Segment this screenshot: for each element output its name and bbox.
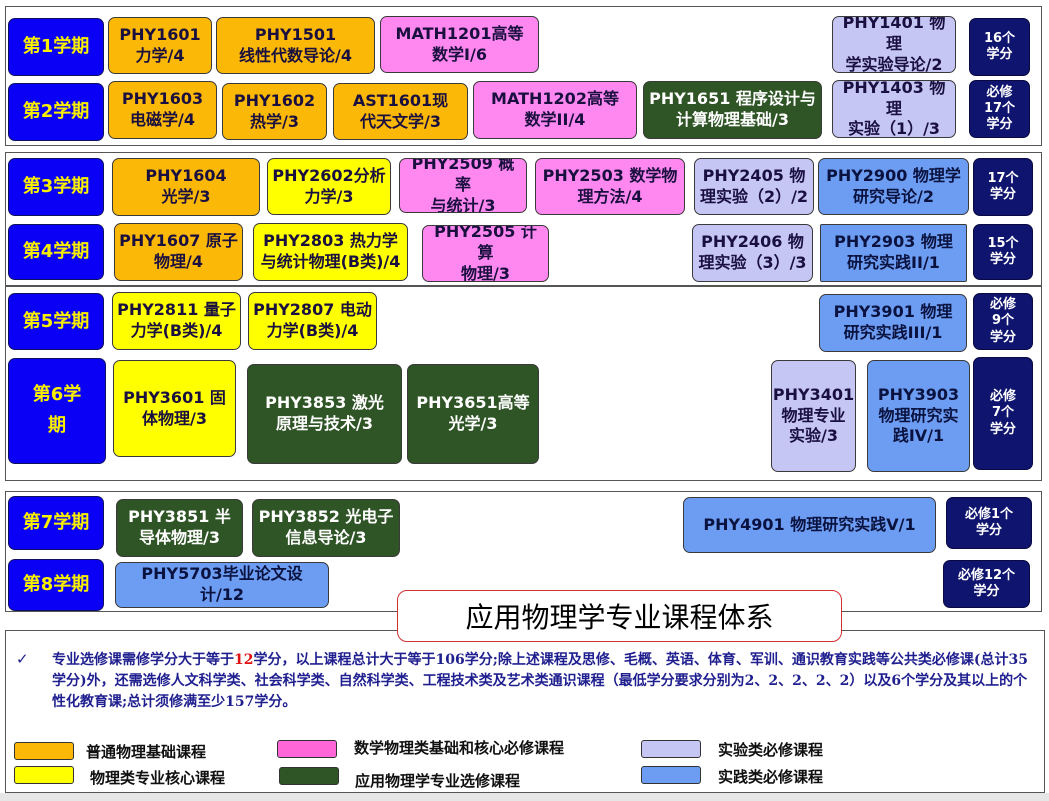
semester-8-label: 第8学期 [8, 559, 104, 611]
legend-label-practice: 实践类必修课程 [718, 768, 824, 786]
course-phy1601: PHY1601 力学/4 [108, 17, 212, 74]
semester-4-label: 第4学期 [8, 224, 104, 280]
notes-frame [5, 630, 1045, 793]
note-text-part1: 专业选修课需修学分大于等于 [52, 652, 234, 668]
course-phy1602: PHY1602 热学/3 [222, 83, 327, 140]
course-phy3901: PHY3901 物理 研究实践III/1 [819, 294, 967, 352]
course-phy3401: PHY3401 物理专业 实验/3 [771, 360, 856, 472]
course-phy2406: PHY2406 物 理实验（3）/3 [692, 224, 813, 282]
semester-7-label: 第7学期 [8, 496, 104, 550]
legend-swatch-practice [641, 766, 701, 784]
course-phy3851: PHY3851 半 导体物理/3 [116, 499, 243, 557]
diagram-title: 应用物理学专业课程体系 [397, 590, 842, 642]
course-phy3853: PHY3853 激光 原理与技术/3 [247, 364, 402, 464]
course-math1201: MATH1201高等 数学I/6 [380, 16, 539, 73]
semester-6-label: 第6学 期 [8, 358, 106, 464]
semester-5-label: 第5学期 [8, 293, 104, 350]
legend-swatch-general-physics [14, 742, 74, 760]
legend-label-applied-elective: 应用物理学专业选修课程 [355, 772, 521, 790]
legend-swatch-experiment [641, 740, 701, 758]
course-phy2503: PHY2503 数学物 理方法/4 [535, 158, 685, 215]
credits-semester-8: 必修12个 学分 [943, 560, 1030, 608]
credits-semester-5: 必修 9个 学分 [973, 293, 1033, 350]
semester-2-label: 第2学期 [8, 83, 104, 141]
bottom-strip [0, 793, 1049, 801]
course-phy2505: PHY2505 计算 物理/3 [422, 225, 549, 282]
course-phy2903: PHY2903 物理 研究实践II/1 [820, 224, 967, 282]
course-phy3903: PHY3903 物理研究实 践IV/1 [867, 360, 970, 472]
course-phy1401: PHY1401 物理 学实验导论/2 [832, 16, 956, 73]
note-highlight-credits: 12 [234, 652, 254, 668]
course-phy2602: PHY2602分析 力学/3 [267, 158, 391, 215]
course-phy1604: PHY1604 光学/3 [112, 158, 260, 216]
legend-swatch-math-physics [277, 740, 337, 758]
credits-semester-4: 15个 学分 [973, 224, 1033, 280]
legend-label-general-physics: 普通物理基础课程 [86, 743, 207, 761]
course-phy2900: PHY2900 物理学 研究导论/2 [818, 158, 969, 215]
course-phy1607: PHY1607 原子 物理/4 [114, 223, 243, 281]
course-phy2803: PHY2803 热力学 与统计物理(B类)/4 [253, 223, 408, 281]
legend-label-core-physics: 物理类专业核心课程 [90, 769, 226, 787]
legend-label-experiment: 实验类必修课程 [718, 741, 824, 759]
course-phy4901: PHY4901 物理研究实践V/1 [683, 497, 936, 553]
note-text-part2: 学分，以上课程总计大于等于106学分;除上述课程及思修、毛概、英语、体育、军训、… [52, 652, 1028, 710]
course-math1202: MATH1202高等 数学II/4 [473, 81, 637, 139]
course-phy5703: PHY5703毕业论文设计/12 [115, 562, 329, 608]
legend-swatch-applied-elective [279, 767, 339, 785]
credits-semester-7: 必修1个 学分 [946, 497, 1032, 549]
course-ast1601: AST1601现 代天文学/3 [333, 83, 468, 140]
course-phy1501: PHY1501 线性代数导论/4 [216, 17, 375, 74]
semester-3-label: 第3学期 [8, 158, 104, 216]
credits-semester-1: 16个 学分 [969, 18, 1030, 76]
course-phy3852: PHY3852 光电子 信息导论/3 [252, 499, 400, 557]
credits-semester-2: 必修 17个 学分 [969, 80, 1030, 138]
course-phy2509: PHY2509 概率 与统计/3 [399, 158, 527, 213]
course-phy1403: PHY1403 物理 实验（1）/3 [832, 80, 956, 138]
requirements-note: 专业选修课需修学分大于等于12学分，以上课程总计大于等于106学分;除上述课程及… [52, 650, 1037, 713]
legend-swatch-core-physics [14, 766, 74, 784]
semester-1-label: 第1学期 [8, 18, 104, 76]
credits-semester-6: 必修 7个 学分 [973, 357, 1033, 470]
course-phy2811: PHY2811 量子 力学(B类)/4 [112, 292, 241, 350]
course-phy2807: PHY2807 电动 力学(B类)/4 [248, 292, 377, 350]
course-phy1651: PHY1651 程序设计与 计算物理基础/3 [643, 81, 822, 139]
legend-label-math-physics: 数学物理类基础和核心必修课程 [354, 739, 565, 757]
course-phy2405: PHY2405 物 理实验（2）/2 [694, 158, 814, 215]
course-phy3651: PHY3651高等 光学/3 [407, 364, 539, 464]
credits-semester-3: 17个 学分 [973, 158, 1033, 216]
course-phy3601: PHY3601 固 体物理/3 [113, 360, 236, 457]
course-phy1603: PHY1603 电磁学/4 [108, 81, 217, 139]
checkmark-icon: ✓ [16, 650, 29, 668]
